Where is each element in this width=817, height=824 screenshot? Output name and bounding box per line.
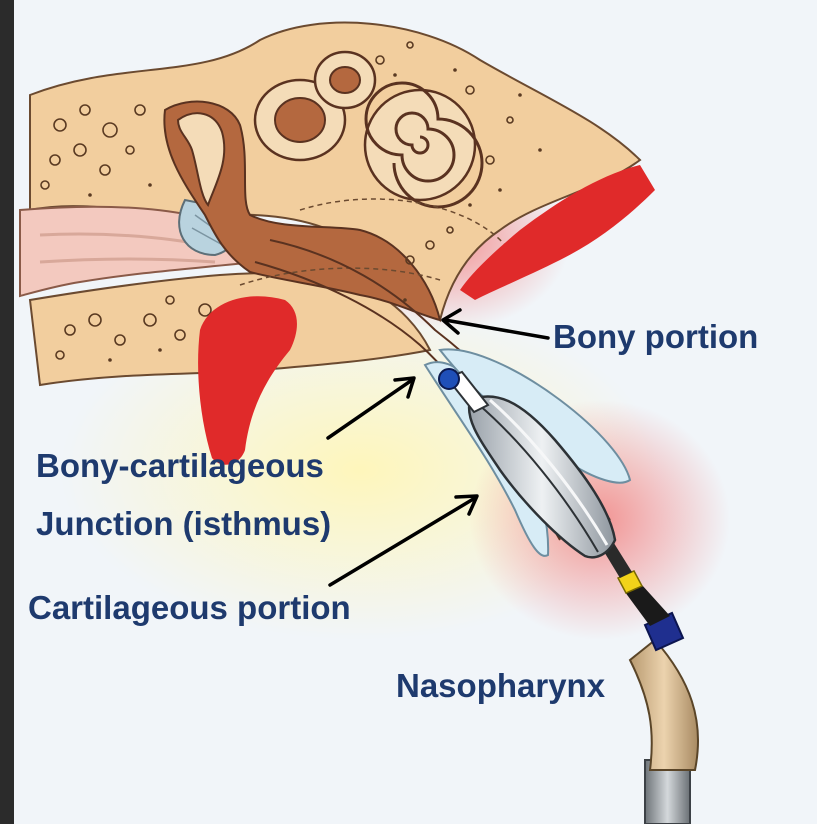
label-bony-portion: Bony portion (553, 317, 758, 357)
cochlea (365, 90, 475, 200)
blue-ball-tip (439, 369, 459, 389)
semicircular-canal-lumen (275, 98, 325, 142)
label-nasopharynx: Nasopharynx (396, 666, 605, 706)
semicircular-canal-lumen (330, 67, 360, 93)
label-cartilageous-portion: Cartilageous portion (28, 588, 351, 628)
label-junction-line-2: Junction (isthmus) (36, 504, 331, 544)
label-junction-line-1: Bony-cartilageous (36, 446, 324, 486)
